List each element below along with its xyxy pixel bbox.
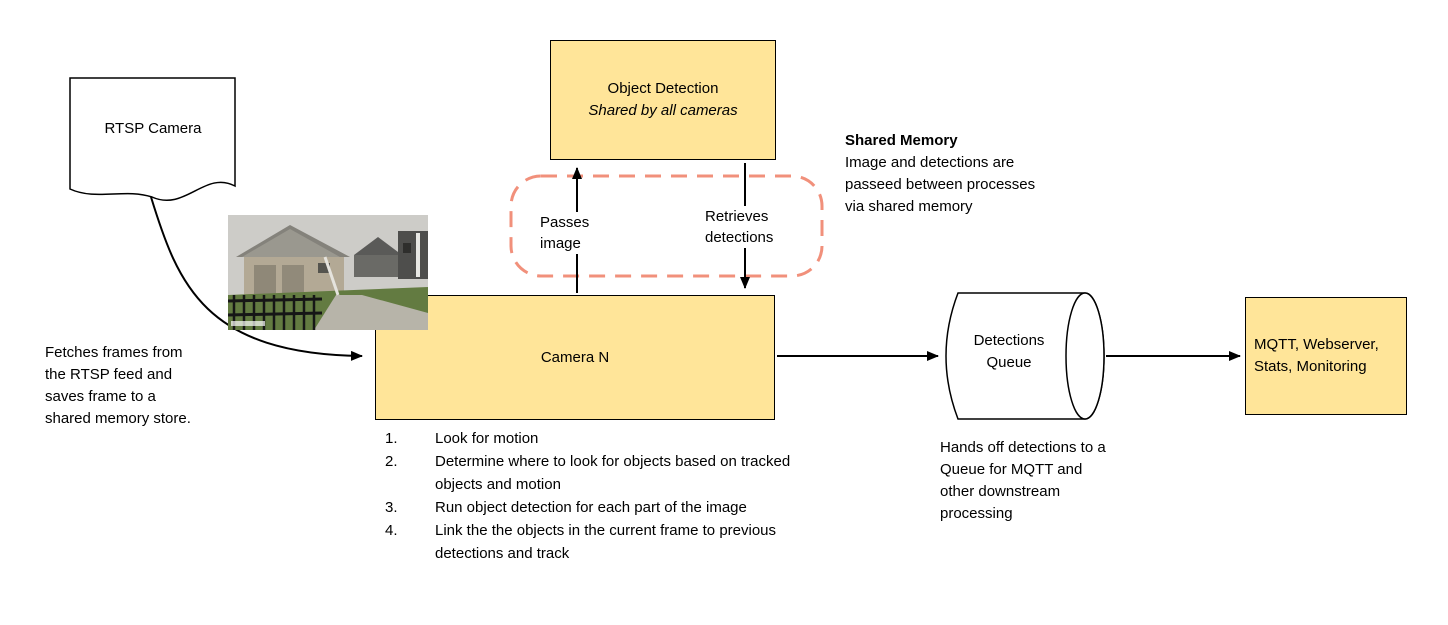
rtsp-camera-label: RTSP Camera [104, 120, 202, 137]
shared-memory-note-body: Image and detections are passeed between… [845, 154, 1036, 215]
queue-handoff-note: Hands off detections to a Queue for MQTT… [940, 439, 1106, 522]
rtsp-camera-shape [69, 77, 236, 201]
passes-image-label: Passes image [538, 212, 610, 254]
object-detection-box: Object Detection Shared by all cameras [550, 40, 776, 160]
camera-step-4: Link the the objects in the current fram… [435, 522, 777, 562]
camera-frame-image [227, 215, 428, 330]
detections-queue-label: Detections Queue [973, 332, 1045, 371]
camera-n-label: Camera N [540, 348, 610, 366]
retrieves-detections-label: Retrieves detections [703, 206, 795, 248]
mqtt-box: MQTT, Webserver, Stats, Monitoring [1245, 297, 1407, 415]
camera-step-3: Run object detection for each part of th… [435, 499, 747, 516]
shared-memory-note: Shared Memory Image and detections are p… [845, 130, 1045, 218]
fetch-frames-note: Fetches frames from the RTSP feed and sa… [45, 344, 191, 427]
camera-frame-scene [227, 215, 428, 330]
camera-n-box: Camera N [375, 295, 775, 420]
shared-memory-note-title: Shared Memory [845, 132, 958, 149]
object-detection-subtitle: Shared by all cameras [588, 102, 738, 119]
object-detection-title: Object Detection [607, 80, 719, 97]
camera-step-2: Determine where to look for objects base… [435, 453, 791, 493]
camera-step-1: Look for motion [435, 430, 539, 447]
camera-steps-list: Look for motion Determine where to look … [385, 427, 825, 565]
camera-timestamp-overlay [231, 321, 265, 326]
mqtt-box-label: MQTT, Webserver, Stats, Monitoring [1254, 336, 1379, 375]
